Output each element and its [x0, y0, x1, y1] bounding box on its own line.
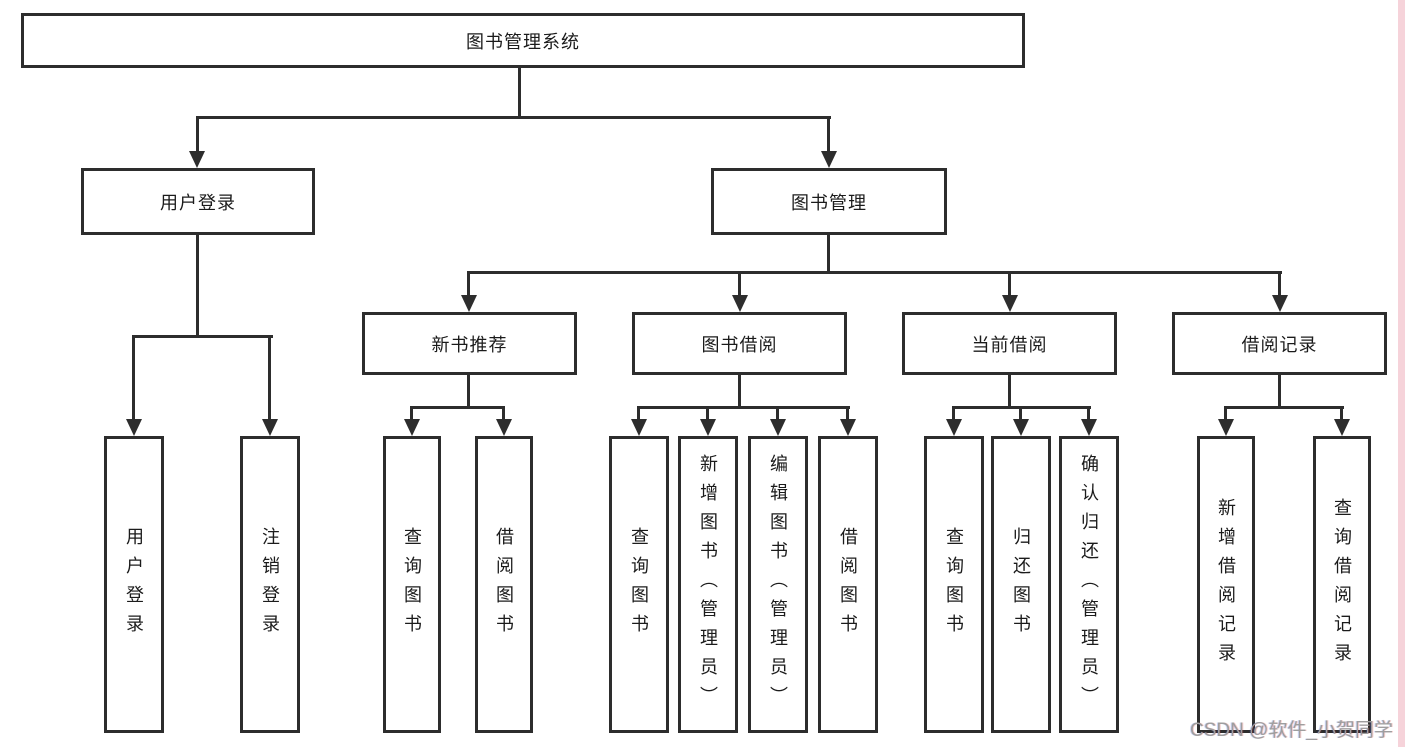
connector-stub [706, 406, 709, 419]
connector-stub [827, 116, 830, 151]
leaf-user-login-label: 用户登录 [124, 526, 144, 643]
connector-stub [1224, 406, 1227, 419]
leaf-return-books: 归还图书 [991, 436, 1051, 733]
leaf-query-books-borrowing-label: 查询图书 [629, 526, 649, 643]
arrowhead-icon [1218, 419, 1234, 436]
node-root-label: 图书管理系统 [466, 31, 580, 52]
arrowhead-icon [1272, 295, 1288, 312]
leaf-borrow-books-label: 借阅图书 [838, 526, 858, 643]
leaf-logout-label: 注销登录 [260, 526, 280, 643]
node-book-borrowing-label: 图书借阅 [701, 334, 778, 355]
arrowhead-icon [631, 419, 647, 436]
leaf-borrow-books-recommend: 借阅图书 [475, 436, 533, 733]
connector-stub [846, 406, 849, 419]
arrowhead-icon [496, 419, 512, 436]
connector-records-split [1224, 406, 1344, 409]
connector-stub [1019, 406, 1022, 419]
leaf-query-borrow-record: 查询借阅记录 [1313, 436, 1371, 733]
node-user-login: 用户登录 [81, 168, 315, 235]
leaf-add-books-admin: 新增图书（管理员） [678, 436, 738, 733]
leaf-add-books-admin-label: 新增图书（管理员） [698, 454, 718, 715]
arrowhead-icon [700, 419, 716, 436]
leaf-query-books-borrowing: 查询图书 [609, 436, 669, 733]
leaf-query-books-current-label: 查询图书 [944, 526, 964, 643]
node-book-management: 图书管理 [711, 168, 947, 235]
connector-stub [738, 271, 741, 295]
node-new-book-recommend-label: 新书推荐 [431, 334, 508, 355]
connector-root-split [196, 116, 831, 119]
arrowhead-icon [821, 151, 837, 168]
leaf-user-login: 用户登录 [104, 436, 164, 733]
connector-stub [467, 271, 470, 295]
arrowhead-icon [1002, 295, 1018, 312]
connector-stub [268, 335, 271, 419]
connector-stub [502, 406, 505, 419]
node-borrowing-records: 借阅记录 [1172, 312, 1387, 375]
connector-borrowing-down [738, 375, 741, 408]
connector-root-down [518, 68, 521, 118]
connector-stub [1008, 271, 1011, 295]
leaf-confirm-return-admin: 确认归还（管理员） [1059, 436, 1119, 733]
node-new-book-recommend: 新书推荐 [362, 312, 577, 375]
leaf-edit-books-admin-label: 编辑图书（管理员） [768, 454, 788, 715]
node-book-borrowing: 图书借阅 [632, 312, 847, 375]
connector-stub [776, 406, 779, 419]
node-book-management-label: 图书管理 [791, 192, 867, 213]
leaf-query-borrow-record-label: 查询借阅记录 [1332, 497, 1352, 672]
connector-current-down [1008, 375, 1011, 408]
leaf-edit-books-admin: 编辑图书（管理员） [748, 436, 808, 733]
connector-userlogin-split [132, 335, 273, 338]
arrowhead-icon [770, 419, 786, 436]
connector-stub [1278, 271, 1281, 295]
connector-stub [196, 116, 199, 151]
arrowhead-icon [1013, 419, 1029, 436]
connector-stub [1340, 406, 1343, 419]
arrowhead-icon [732, 295, 748, 312]
connector-records-down [1278, 375, 1281, 408]
connector-stub [410, 406, 413, 419]
connector-borrowing-split [637, 406, 850, 409]
connector-stub [637, 406, 640, 419]
node-root: 图书管理系统 [21, 13, 1025, 68]
arrowhead-icon [461, 295, 477, 312]
connector-newbook-down [467, 375, 470, 408]
leaf-borrow-books-recommend-label: 借阅图书 [494, 526, 514, 643]
accent-strip [1398, 0, 1405, 747]
node-current-borrowing-label: 当前借阅 [971, 334, 1048, 355]
leaf-confirm-return-admin-label: 确认归还（管理员） [1079, 454, 1099, 715]
leaf-add-borrow-record: 新增借阅记录 [1197, 436, 1255, 733]
node-user-login-label: 用户登录 [160, 192, 236, 213]
leaf-query-books-current: 查询图书 [924, 436, 984, 733]
arrowhead-icon [189, 151, 205, 168]
arrowhead-icon [946, 419, 962, 436]
connector-stub [952, 406, 955, 419]
connector-userlogin-down [196, 235, 199, 335]
connector-stub [132, 335, 135, 419]
arrowhead-icon [1081, 419, 1097, 436]
connector-newbook-split [410, 406, 505, 409]
leaf-return-books-label: 归还图书 [1011, 526, 1031, 643]
arrowhead-icon [126, 419, 142, 436]
leaf-logout: 注销登录 [240, 436, 300, 733]
arrowhead-icon [1334, 419, 1350, 436]
csdn-watermark: CSDN @软件_小贺同学 [1190, 720, 1393, 741]
arrowhead-icon [262, 419, 278, 436]
connector-bookmgmt-down [827, 235, 830, 273]
arrowhead-icon [404, 419, 420, 436]
leaf-add-borrow-record-label: 新增借阅记录 [1216, 497, 1236, 672]
node-current-borrowing: 当前借阅 [902, 312, 1117, 375]
leaf-query-books-recommend: 查询图书 [383, 436, 441, 733]
leaf-query-books-recommend-label: 查询图书 [402, 526, 422, 643]
leaf-borrow-books: 借阅图书 [818, 436, 878, 733]
connector-bookmgmt-split [467, 271, 1282, 274]
node-borrowing-records-label: 借阅记录 [1241, 334, 1318, 355]
arrowhead-icon [840, 419, 856, 436]
connector-stub [1087, 406, 1090, 419]
